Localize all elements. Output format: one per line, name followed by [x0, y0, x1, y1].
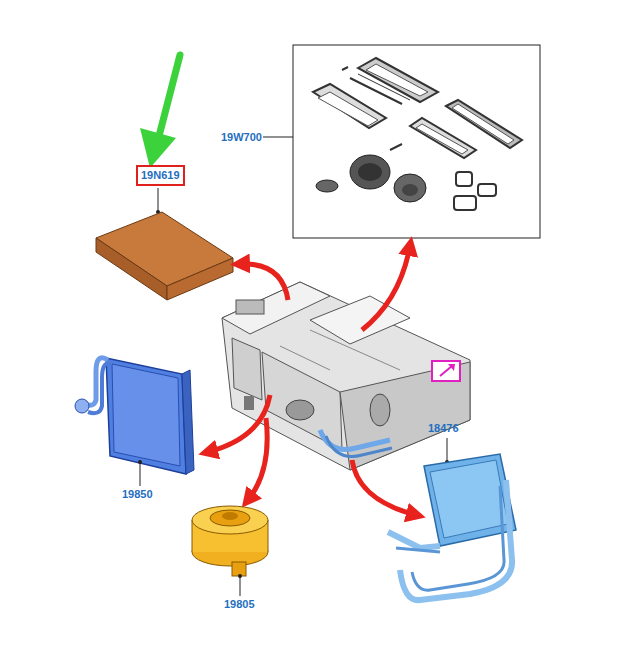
hvac-unit	[222, 282, 470, 470]
callout-number: 19805	[224, 598, 255, 611]
green-arrow	[140, 55, 180, 168]
evaporator	[75, 358, 194, 486]
link-icon	[432, 361, 460, 381]
heater-core	[388, 438, 516, 600]
callout-number: 18476	[428, 422, 459, 435]
part-number: 19N619	[141, 169, 180, 182]
explode-arrows	[208, 246, 416, 515]
gasket-kit-box	[263, 45, 540, 238]
part-number-box: 19N619	[136, 165, 185, 186]
cabin-filter	[96, 188, 233, 300]
blower-motor	[192, 506, 268, 596]
callout-number: 19850	[122, 488, 153, 501]
callout-number: 19W700	[221, 131, 262, 144]
